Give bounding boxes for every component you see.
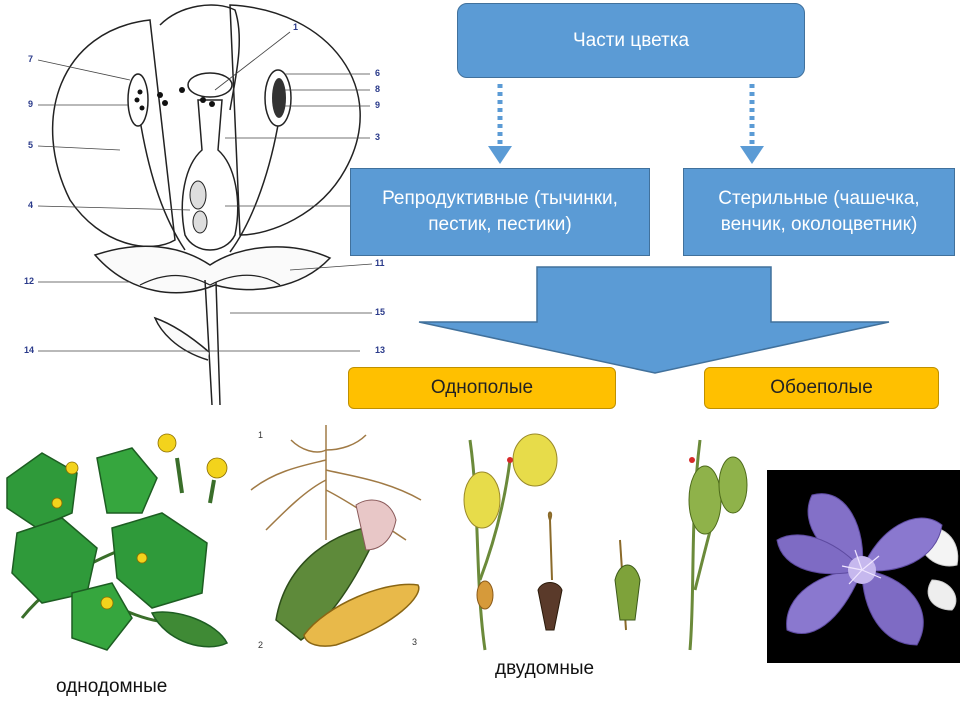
calyx	[139, 274, 281, 286]
geranium-flower-photo	[767, 470, 960, 663]
leaf	[111, 512, 208, 609]
label-6: 6	[375, 68, 380, 78]
label-4: 4	[28, 200, 33, 210]
pistil	[181, 99, 239, 251]
female-catkin	[718, 456, 748, 514]
big-down-arrow	[418, 266, 890, 374]
reproductive-line-2: пестик, пестики)	[428, 214, 572, 235]
label-5: 5	[28, 140, 33, 150]
unisexual-label: Однополые	[430, 377, 534, 398]
caption-monoecious: однодомные	[56, 676, 168, 697]
corn-label-1: 1	[258, 430, 263, 440]
arrow-head-right	[740, 146, 764, 164]
ovule	[189, 180, 207, 210]
sterile-line-1: Стерильные (чашечка,	[718, 188, 920, 210]
leaf	[71, 582, 133, 651]
label-8: 8	[375, 84, 380, 94]
caption-dioecious: двудомные	[495, 658, 595, 679]
male-catkin	[463, 471, 501, 529]
willow-catkins-illustration	[463, 433, 748, 651]
stigma	[187, 72, 233, 98]
unisexual-box: Однополые	[348, 367, 616, 409]
geranium-flower-drawing	[776, 493, 959, 646]
flower-structure-diagram: 1 3 4 5 6 7 8 9 9 11 12 13 14 15	[24, 4, 385, 406]
label-12: 12	[24, 276, 34, 286]
corn-cob	[303, 583, 420, 647]
sepals	[93, 245, 332, 294]
male-catkin	[512, 433, 558, 487]
leaf	[96, 447, 158, 514]
bisexual-box: Обоеполые	[704, 367, 939, 409]
bud	[476, 580, 494, 610]
filament-right	[229, 124, 279, 253]
label-14: 14	[24, 345, 34, 355]
bract	[537, 582, 563, 631]
cucumber-fruit	[150, 611, 229, 648]
stem	[204, 279, 221, 406]
cucumber-plant-illustration	[6, 433, 229, 651]
label-11: 11	[375, 258, 385, 268]
dotted-arrows	[488, 84, 764, 164]
bisexual-label: Обоеполые	[770, 377, 873, 398]
petal-right	[229, 4, 361, 236]
label-13: 13	[375, 345, 385, 355]
ovule	[192, 210, 208, 234]
sterile-box: Стерильные (чашечка, венчик, околоцветни…	[683, 168, 955, 256]
label-1: 1	[293, 22, 298, 32]
filament-left	[139, 119, 186, 251]
leaf	[6, 452, 78, 529]
pollen-sac	[272, 78, 286, 118]
label-7: 7	[28, 54, 33, 64]
female-catkin	[688, 465, 722, 535]
leaf	[153, 316, 210, 361]
corn-silk	[355, 499, 397, 551]
label-3: 3	[375, 132, 380, 142]
reproductive-box: Репродуктивные (тычинки, пестик, пестики…	[350, 168, 650, 256]
corn-plant-illustration: 1 2 3	[250, 425, 422, 650]
petal-back	[159, 4, 240, 111]
reproductive-line-1: Репродуктивные (тычинки,	[382, 188, 618, 210]
label-9b: 9	[375, 100, 380, 110]
label-9: 9	[28, 99, 33, 109]
corn-label-3: 3	[412, 637, 417, 647]
root-label: Части цветка	[572, 29, 690, 51]
root-box-flower-parts: Части цветка	[457, 3, 805, 78]
sterile-line-2: венчик, околоцветник)	[720, 214, 918, 235]
pistil	[614, 564, 641, 621]
big-arrow-shape	[418, 266, 890, 374]
stamen	[547, 511, 553, 581]
label-15: 15	[375, 307, 385, 317]
arrow-head-left	[488, 146, 512, 164]
petal-left	[51, 19, 176, 248]
corn-label-2: 2	[258, 640, 263, 650]
